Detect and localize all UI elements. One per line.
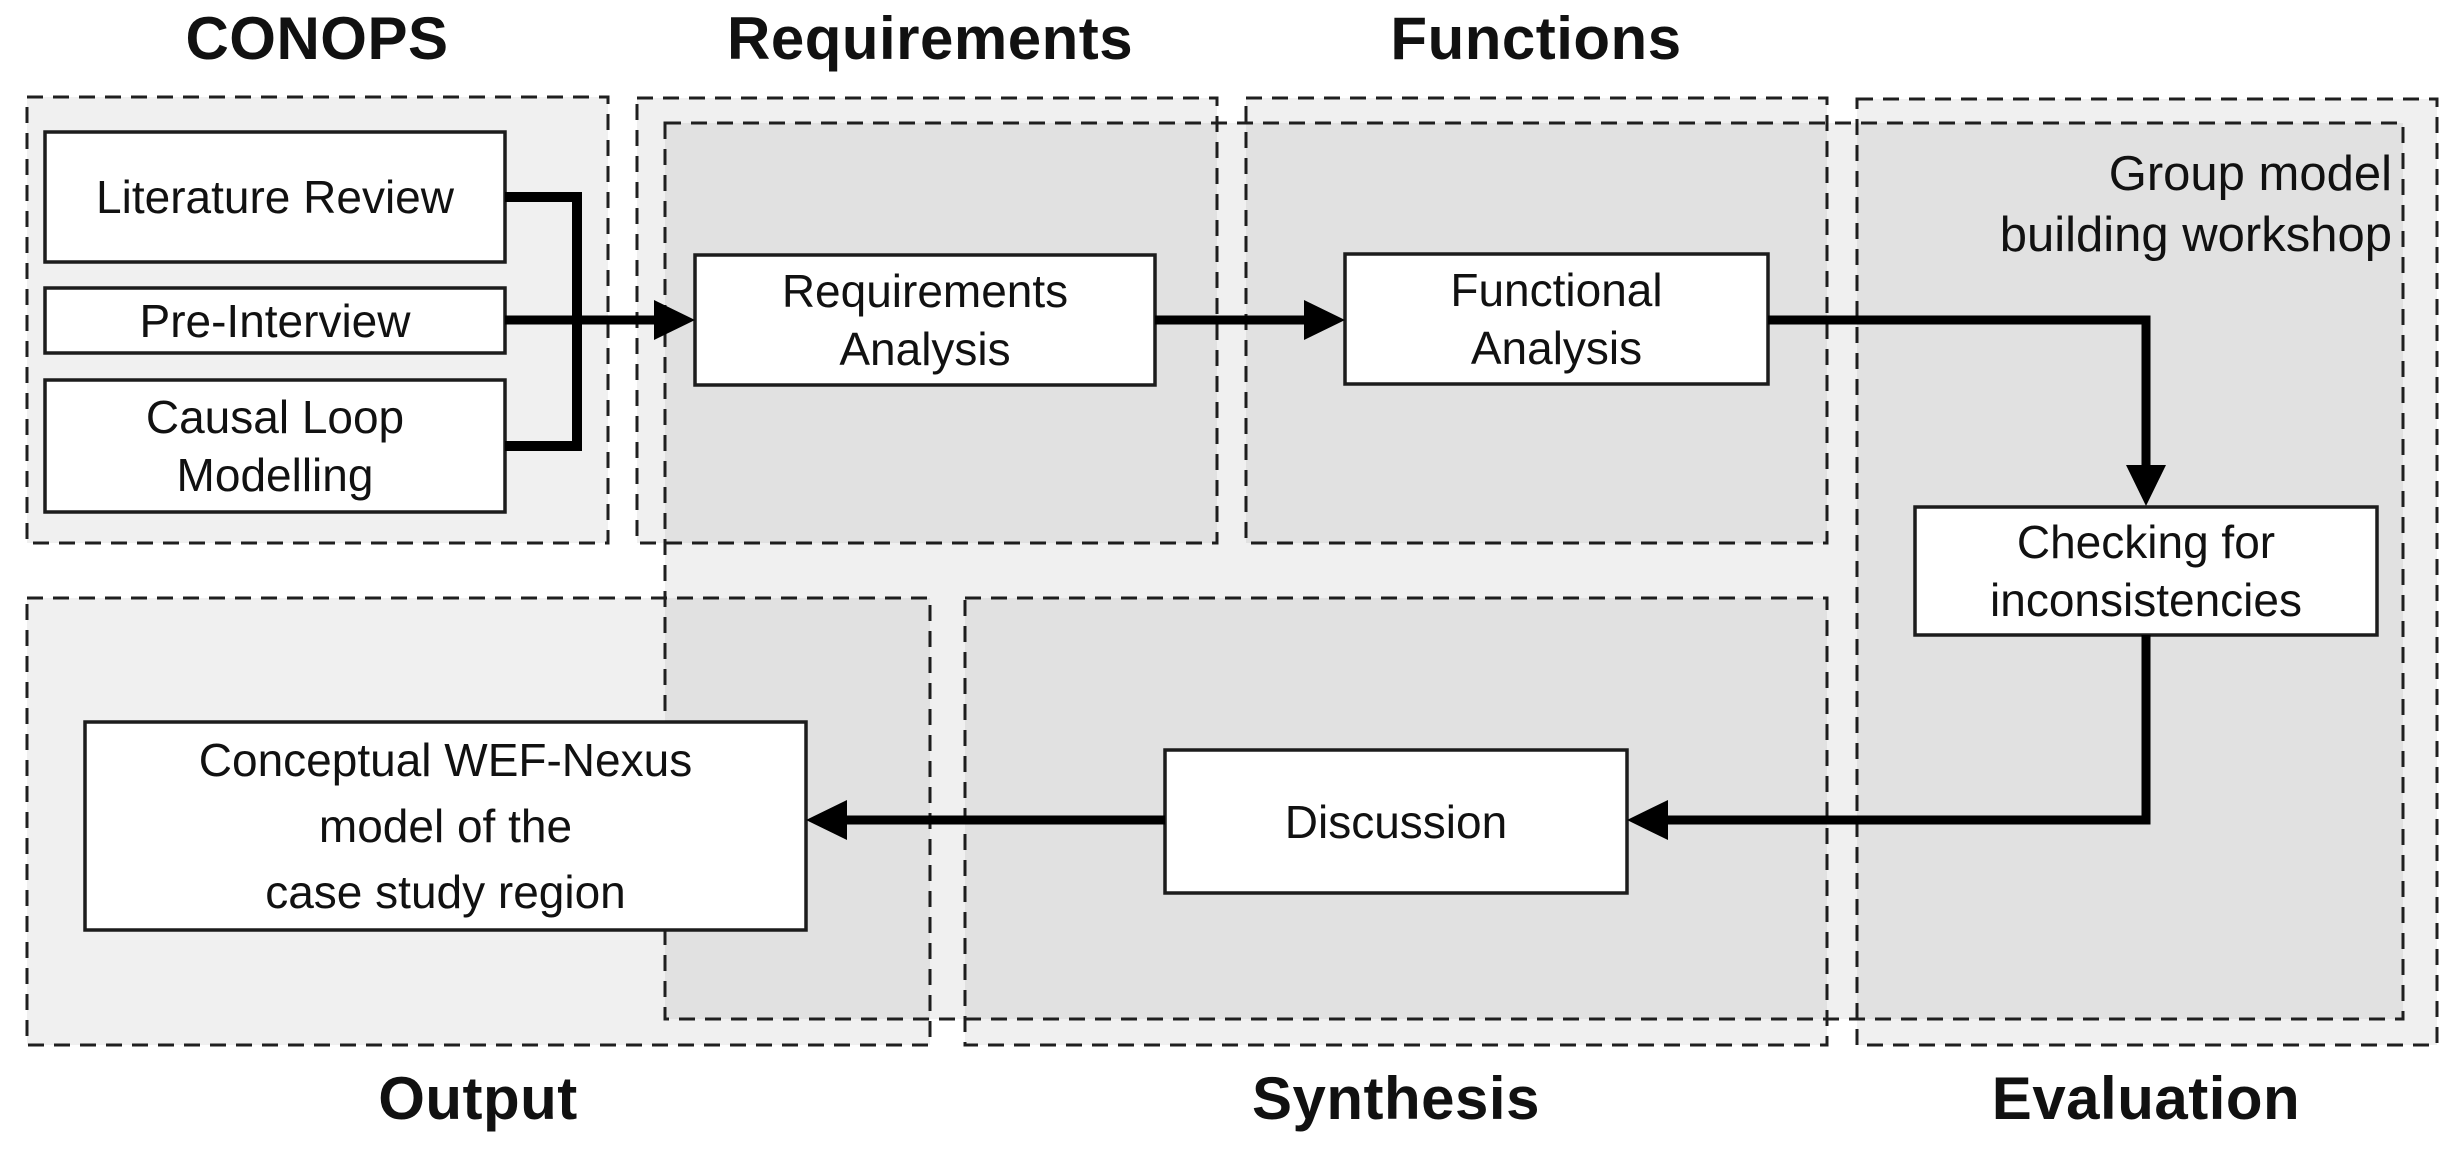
requirements-analysis-node <box>693 253 1157 387</box>
checking-inconsistencies-label: Checking for inconsistencies <box>1990 516 2302 626</box>
functional-analysis-label: Functional Analysis <box>1450 264 1663 374</box>
arrowhead-into-requirements <box>654 300 695 340</box>
arrow-functional-to-checking <box>1768 315 2151 468</box>
discussion-label: Discussion <box>1284 795 1508 848</box>
checking-inconsistencies-node <box>1913 505 2379 637</box>
pre-interview-label: Pre-Interview <box>139 294 411 347</box>
requirements-analysis-label: Requirements Analysis <box>781 265 1069 375</box>
arrowhead-into-checking <box>2126 465 2166 506</box>
functional-analysis-node <box>1343 252 1770 386</box>
arrow-checking-to-discussion <box>1666 635 2151 825</box>
arrowhead-into-functional <box>1304 300 1345 340</box>
literature-review-node <box>43 130 507 264</box>
phase-title-conops: CONOPS <box>185 5 449 72</box>
causal-loop-modelling-node <box>43 378 507 514</box>
conceptual-model-node <box>83 720 808 932</box>
phase-title-functions: Functions <box>1390 5 1682 72</box>
causal-loop-modelling-label: Causal Loop Modelling <box>145 391 405 501</box>
literature-review-label: Literature Review <box>96 171 454 223</box>
discussion-node <box>1163 748 1629 895</box>
pre-interview-node <box>43 286 507 355</box>
arrowhead-into-discussion <box>1627 800 1668 840</box>
workshop-label: Group model building workshop <box>1999 147 2392 262</box>
phase-title-output: Output <box>378 1065 578 1132</box>
phase-title-requirements: Requirements <box>727 5 1134 72</box>
arrowhead-into-conceptual <box>806 800 847 840</box>
phase-title-evaluation: Evaluation <box>1991 1065 2301 1132</box>
conceptual-model-label: Conceptual WEF-Nexus model of the case s… <box>198 734 693 918</box>
phase-title-synthesis: Synthesis <box>1252 1065 1540 1132</box>
